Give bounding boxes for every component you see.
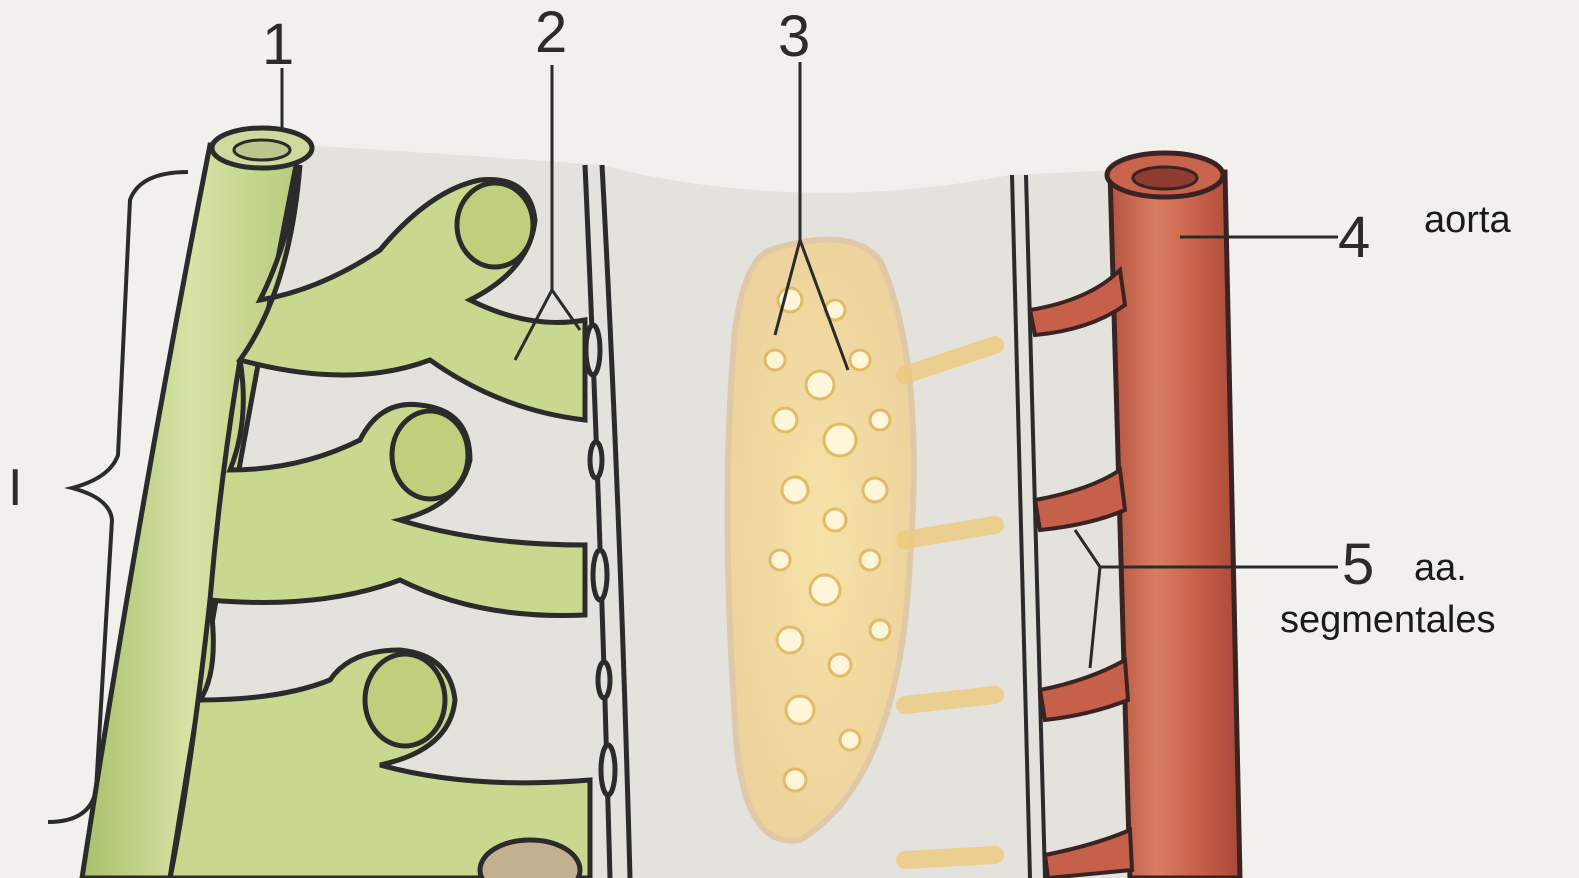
segmentales-term-line2: segmentales: [1280, 598, 1495, 642]
label-3: 3: [778, 4, 810, 69]
label-5: 5: [1342, 532, 1374, 597]
label-1: 1: [262, 12, 294, 77]
aorta-term: aorta: [1424, 198, 1511, 242]
label-2: 2: [535, 0, 567, 65]
label-4: 4: [1338, 205, 1370, 270]
segmentales-term-line1: aa.: [1414, 546, 1467, 590]
label-segment: I: [8, 459, 22, 517]
aorta: [1107, 153, 1240, 878]
